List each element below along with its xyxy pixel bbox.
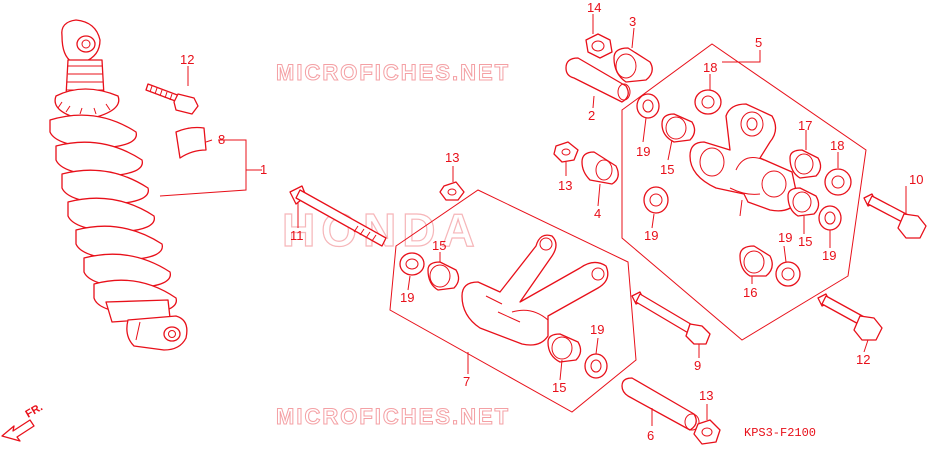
seal-19-lower[interactable]: [584, 353, 608, 379]
callout-19-lower: 19: [590, 322, 604, 337]
callout-19-upper: 19: [636, 144, 650, 159]
direction-label: FR.: [24, 401, 45, 420]
rear-shock-absorber[interactable]: [49, 19, 188, 351]
collar-4[interactable]: [581, 151, 619, 185]
bearing-17[interactable]: [789, 149, 822, 179]
callout-18-right: 18: [830, 138, 844, 153]
seal-19-lower-right[interactable]: [775, 261, 801, 287]
bearing-15-lower[interactable]: [547, 333, 582, 363]
callout-6: 6: [647, 428, 654, 443]
callout-2: 2: [588, 108, 595, 123]
front-direction-indicator: FR.: [1, 401, 45, 442]
callout-15-upper: 15: [660, 162, 674, 177]
label-sticker-8[interactable]: [175, 126, 207, 159]
bolt-10[interactable]: [863, 193, 927, 239]
callout-19-over-16: 19: [778, 230, 792, 245]
callout-10: 10: [909, 172, 923, 187]
nut-13-left[interactable]: [439, 181, 465, 201]
callout-11: 11: [290, 228, 304, 243]
callout-15-lower: 15: [552, 380, 566, 395]
callout-17: 17: [798, 118, 812, 133]
bolt-9[interactable]: [631, 291, 711, 345]
shock-link-arm[interactable]: [461, 234, 609, 346]
seal-19-right[interactable]: [818, 205, 842, 231]
arrow-left-icon: [1, 419, 35, 442]
leader-lines: [159, 14, 907, 426]
seal-19-middle[interactable]: [643, 186, 669, 214]
seal-19-left[interactable]: [399, 252, 425, 276]
callout-15-right: 15: [798, 234, 812, 249]
callout-12-upper: 12: [180, 52, 194, 67]
bolt-12-upper[interactable]: [145, 83, 199, 115]
callout-19-right: 19: [822, 248, 836, 263]
callout-labels: 14 3 5 12 8 1 2 18 19 15 17 18 13 13 10 …: [180, 0, 923, 443]
group-outline-5: [621, 43, 867, 341]
collar-2[interactable]: [565, 57, 631, 103]
callout-1: 1: [260, 162, 267, 177]
callout-19-middle: 19: [644, 228, 658, 243]
callout-18-upper: 18: [703, 60, 717, 75]
callout-12-lower: 12: [856, 352, 870, 367]
seal-18-right[interactable]: [824, 168, 852, 196]
bolt-11[interactable]: [289, 185, 387, 247]
watermark-top: MICROFICHES.NET: [276, 60, 510, 85]
callout-9: 9: [694, 358, 701, 373]
callout-13-left: 13: [445, 150, 459, 165]
callout-15-left: 15: [432, 238, 446, 253]
callout-4: 4: [594, 206, 601, 221]
watermark-brand: HONDA: [282, 204, 481, 256]
callout-13-middle: 13: [558, 178, 572, 193]
callout-7: 7: [463, 374, 470, 389]
nut-14[interactable]: [585, 33, 613, 59]
callout-13-bottom: 13: [699, 388, 713, 403]
diagram-code: KPS3-F2100: [744, 426, 816, 440]
callout-3: 3: [629, 14, 636, 29]
nut-13-bottom[interactable]: [693, 419, 721, 445]
collar-6[interactable]: [621, 377, 700, 431]
callout-19-left: 19: [400, 290, 414, 305]
cushion-arm[interactable]: [689, 103, 799, 217]
bearing-16[interactable]: [739, 245, 773, 277]
seal-18-upper[interactable]: [694, 89, 722, 115]
callout-16: 16: [743, 285, 757, 300]
watermark-bottom: MICROFICHES.NET: [276, 404, 510, 429]
nut-13-middle[interactable]: [553, 141, 579, 163]
seal-19-upper[interactable]: [636, 93, 660, 119]
bearing-15-upper[interactable]: [661, 113, 696, 143]
collar-3[interactable]: [613, 47, 653, 83]
bearing-15-right[interactable]: [787, 187, 820, 217]
callout-14: 14: [587, 0, 601, 15]
callout-5: 5: [755, 35, 762, 50]
callout-8: 8: [218, 132, 225, 147]
bearing-15-left[interactable]: [427, 261, 460, 291]
bolt-12-lower[interactable]: [817, 293, 883, 341]
group-outline-7: [389, 189, 637, 413]
